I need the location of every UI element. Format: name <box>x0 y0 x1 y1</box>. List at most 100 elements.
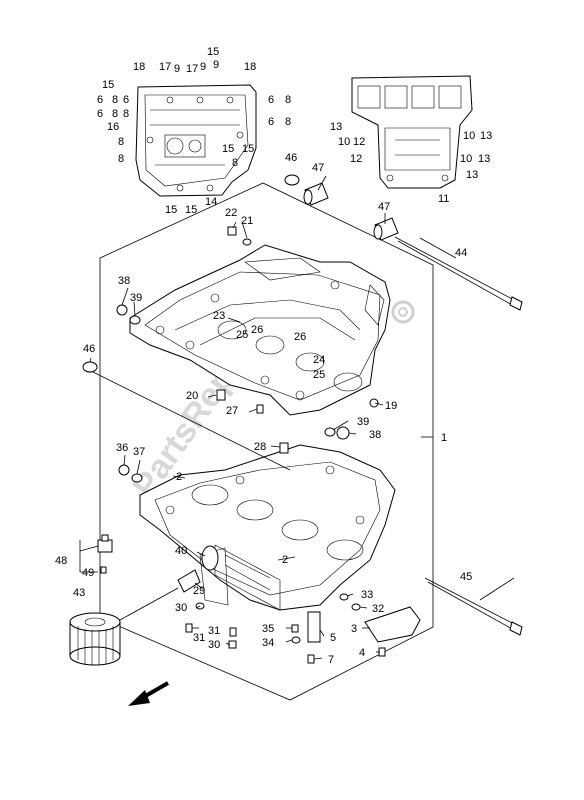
callout-27: 27 <box>226 405 238 417</box>
callout-22: 22 <box>225 207 237 219</box>
part-43-oil-filter <box>69 612 121 666</box>
callout-15: 15 <box>102 79 114 91</box>
inset-lower-case-bottom <box>135 84 257 197</box>
callout-30: 30 <box>175 602 187 614</box>
callout-9: 9 <box>200 61 206 73</box>
callout-16: 16 <box>107 121 119 133</box>
callout-13: 13 <box>480 130 492 142</box>
callout-32: 32 <box>372 603 384 615</box>
callout-23: 23 <box>213 310 225 322</box>
callout-13: 13 <box>478 153 490 165</box>
callout-1: 1 <box>441 432 447 444</box>
part-37-oring <box>131 473 143 483</box>
callout-12: 12 <box>350 153 362 165</box>
part-39-oring <box>129 315 141 325</box>
callout-8: 8 <box>285 94 291 106</box>
callout-9: 9 <box>174 63 180 75</box>
callout-8: 8 <box>123 108 129 120</box>
callout-47: 47 <box>378 201 390 213</box>
part-44-long-bolt <box>394 236 523 311</box>
part-46-washer <box>284 174 300 186</box>
front-direction-arrow-icon <box>128 681 169 706</box>
part-21-washer <box>242 238 252 246</box>
callout-15: 15 <box>165 204 177 216</box>
callout-44: 44 <box>455 247 467 259</box>
callout-6: 6 <box>268 116 274 128</box>
callout-19: 19 <box>385 400 397 412</box>
callout-8: 8 <box>232 157 238 169</box>
part-5-nozzle <box>307 611 321 643</box>
callout-8: 8 <box>118 136 124 148</box>
part-29-fitting <box>177 569 201 593</box>
part-49-screw <box>100 566 107 574</box>
callout-8: 8 <box>112 108 118 120</box>
callout-15: 15 <box>185 204 197 216</box>
callout-11: 11 <box>438 193 449 205</box>
part-48-switch <box>97 534 113 553</box>
callout-13: 13 <box>330 121 342 133</box>
part-38-plug-right <box>336 426 350 440</box>
callout-25: 25 <box>236 329 248 341</box>
callout-15: 15 <box>207 46 219 58</box>
callout-45: 45 <box>460 571 472 583</box>
callout-21: 21 <box>241 215 253 227</box>
callout-13: 13 <box>466 169 478 181</box>
part-40-union <box>201 545 219 571</box>
callout-6: 6 <box>268 94 274 106</box>
callout-20: 20 <box>186 390 198 402</box>
callout-15: 15 <box>242 143 254 155</box>
callout-47: 47 <box>312 162 324 174</box>
callout-48: 48 <box>55 555 67 567</box>
part-39-oring-right <box>324 427 336 437</box>
callout-26: 26 <box>251 324 263 336</box>
part-36-plug <box>118 464 130 476</box>
callout-18: 18 <box>133 61 145 73</box>
callout-39: 39 <box>130 292 142 304</box>
callout-10: 10 <box>460 153 472 165</box>
callout-3: 3 <box>351 623 357 635</box>
part-28-jet <box>279 442 289 454</box>
callout-36: 36 <box>116 442 128 454</box>
part-47-dowel <box>373 217 399 241</box>
callout-2: 2 <box>282 554 288 566</box>
callout-28: 28 <box>254 441 266 453</box>
callout-9: 9 <box>213 59 219 71</box>
part-34-washer <box>291 636 301 644</box>
callout-43: 43 <box>73 587 85 599</box>
part-38-plug <box>116 304 128 316</box>
callout-6: 6 <box>97 108 103 120</box>
callout-17: 17 <box>186 63 198 75</box>
part-31-bolt-b <box>229 627 237 637</box>
part-20-jet <box>216 389 226 401</box>
inset-upper-case-bottom <box>351 75 473 189</box>
part-7-bolt <box>307 654 315 664</box>
callout-8: 8 <box>118 153 124 165</box>
watermark-gear-icon <box>391 300 415 324</box>
callout-33: 33 <box>361 589 373 601</box>
part-45-long-bolt <box>424 577 523 636</box>
callout-15: 15 <box>222 143 234 155</box>
part-31-bolt <box>185 623 193 633</box>
callout-31: 31 <box>208 625 220 637</box>
part-22-bolt <box>227 226 237 236</box>
callout-38: 38 <box>369 429 381 441</box>
callout-26: 26 <box>294 331 306 343</box>
callout-40: 40 <box>175 545 187 557</box>
callout-4: 4 <box>359 647 365 659</box>
callout-35: 35 <box>262 623 274 635</box>
callout-6: 6 <box>97 94 103 106</box>
callout-8: 8 <box>285 116 291 128</box>
callout-2: 2 <box>176 471 182 483</box>
callout-18: 18 <box>244 61 256 73</box>
callout-46: 46 <box>285 152 297 164</box>
lower-crankcase <box>139 444 396 611</box>
callout-12: 12 <box>353 136 365 148</box>
callout-6: 6 <box>123 94 129 106</box>
leader-lines <box>79 175 515 660</box>
part-30-washer-b <box>228 640 237 649</box>
part-27-bolt <box>256 404 264 414</box>
callout-29: 29 <box>193 585 205 597</box>
callout-46: 46 <box>83 343 95 355</box>
callout-37: 37 <box>133 446 145 458</box>
